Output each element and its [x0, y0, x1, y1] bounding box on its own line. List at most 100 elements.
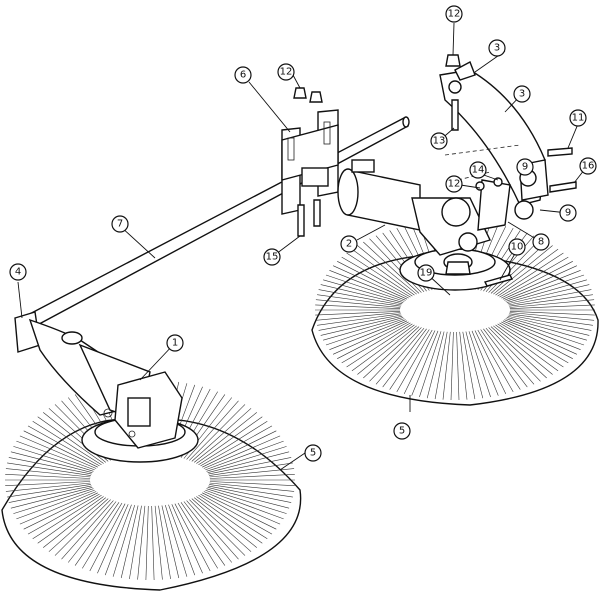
bristle-line	[332, 265, 408, 300]
bristle-line	[317, 313, 401, 326]
svg-text:9: 9	[522, 162, 528, 173]
bristle-line	[509, 304, 595, 309]
bristle-line	[61, 500, 114, 560]
bristle-line	[200, 425, 273, 467]
bristle-line	[137, 505, 146, 580]
bristle-line	[495, 324, 559, 372]
svg-text:19: 19	[420, 268, 433, 279]
bristle-line	[174, 503, 211, 572]
bristle-line	[189, 499, 246, 556]
bristle-line	[502, 320, 578, 355]
bristle-line	[375, 328, 425, 385]
mounting-bracket	[281, 109, 339, 215]
bristle-line	[112, 505, 135, 577]
bristle-line	[442, 331, 451, 400]
bristle-line	[329, 319, 406, 350]
callout-12c: 12	[445, 5, 463, 23]
bristle-line	[508, 289, 592, 306]
callout-9a: 9	[516, 158, 534, 176]
bristle-line	[16, 440, 95, 471]
bristle-line	[5, 481, 91, 486]
bristle-line	[203, 435, 281, 469]
bristle-line	[502, 265, 578, 300]
bristle-line	[419, 331, 442, 398]
bristle-line	[315, 299, 401, 308]
bristle-line	[320, 315, 403, 336]
svg-text:12: 12	[280, 67, 293, 78]
bristle-line	[363, 326, 420, 379]
callout-14: 14	[469, 161, 487, 179]
bristle-line	[32, 495, 102, 540]
svg-text:6: 6	[240, 70, 246, 81]
bristle-line	[501, 261, 573, 299]
svg-text:14: 14	[472, 165, 485, 176]
bristle-line	[329, 270, 406, 301]
bristle-line	[202, 492, 277, 530]
bristle-line	[509, 294, 593, 307]
bristle-line	[198, 420, 268, 465]
bristle-line	[67, 501, 117, 563]
bristle-line	[200, 493, 273, 535]
bristle-line	[191, 498, 252, 552]
svg-text:5: 5	[399, 426, 405, 437]
bristle-line	[154, 505, 163, 580]
bristle-line	[337, 261, 409, 299]
bristle-line	[346, 323, 413, 368]
callout-3b: 3	[513, 85, 531, 103]
bristle-line	[488, 327, 541, 382]
bristle-line	[426, 331, 445, 399]
bristle-line	[191, 408, 252, 462]
bristle-line	[5, 482, 91, 492]
callout-13: 13	[430, 132, 448, 150]
bristle-line	[203, 491, 281, 525]
bristle-line	[483, 328, 528, 388]
bristle-line	[320, 284, 403, 305]
callout-10: 10	[508, 238, 526, 256]
bristle-line	[158, 505, 171, 580]
bristle-line	[507, 284, 590, 305]
bristle-line	[8, 485, 92, 503]
bristle-line	[506, 317, 587, 341]
right-hydraulic-motor	[337, 159, 491, 271]
bristle-line	[508, 314, 592, 331]
bristle-line	[16, 489, 95, 520]
bristle-line	[505, 274, 585, 302]
bristle-line	[325, 274, 405, 302]
bristle-line	[32, 420, 102, 465]
bristle-line	[13, 488, 94, 514]
bristle-line	[205, 440, 284, 471]
svg-text:12: 12	[448, 179, 461, 190]
bristle-line	[27, 493, 100, 535]
bristle-line	[456, 331, 460, 401]
left-arm-and-motor	[14, 311, 183, 449]
bristle-line	[317, 294, 401, 307]
callout-3a: 3	[488, 39, 506, 57]
svg-text:7: 7	[117, 219, 123, 230]
bristle-line	[323, 279, 404, 303]
bristle-line	[490, 326, 547, 379]
bristle-line	[13, 446, 94, 472]
bristle-line	[206, 488, 287, 514]
bristle-line	[468, 331, 491, 398]
bristle-line	[477, 329, 514, 393]
bristle-line	[165, 505, 188, 577]
bristle-line	[369, 238, 422, 293]
callout-5b: 5	[393, 422, 411, 440]
bristle-line	[499, 256, 569, 298]
bristle-line	[450, 331, 454, 401]
bristle-line	[54, 499, 111, 556]
bristle-line	[10, 487, 93, 509]
callout-12b: 12	[445, 175, 463, 193]
svg-text:16: 16	[582, 161, 595, 172]
bristle-line	[205, 489, 284, 520]
callout-6: 6	[234, 66, 252, 84]
bristle-line	[82, 502, 123, 569]
bristle-line	[485, 328, 535, 385]
bristle-line	[382, 328, 427, 388]
bristle-line	[369, 327, 422, 382]
bristle-line	[505, 318, 585, 346]
bristle-line	[509, 313, 593, 326]
bristle-line	[120, 505, 139, 579]
svg-text:3: 3	[494, 43, 500, 54]
